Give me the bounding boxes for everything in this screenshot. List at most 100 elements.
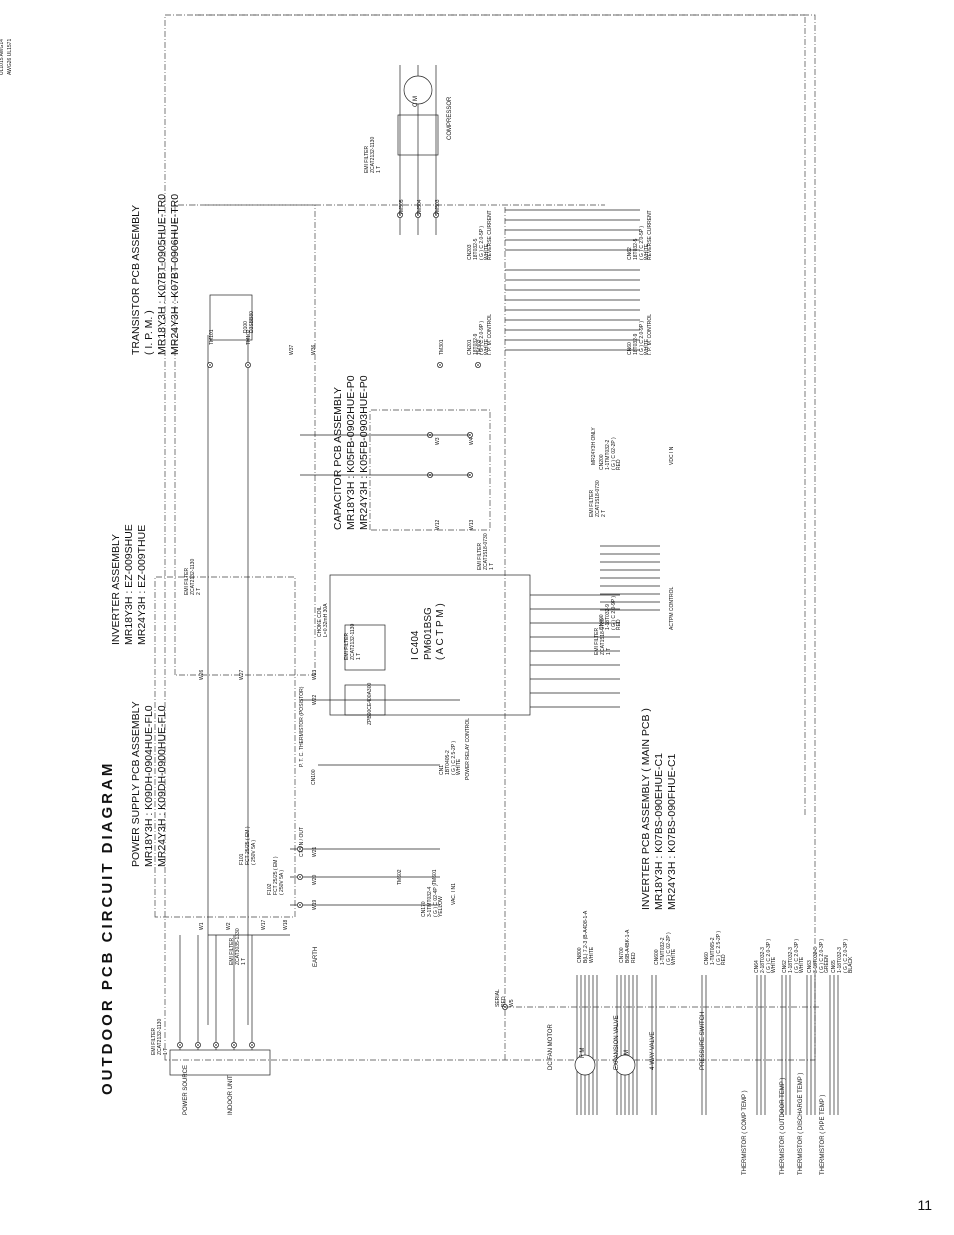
emi-filter-7: EMI FILTER ZCAT1518-0730 2 T [589, 480, 607, 517]
cn62-color: WHITE [799, 956, 806, 973]
tm102-label: TM102 [246, 329, 252, 345]
cn60-label: CN60 1-TMT065-2 ( G ) C 2.5-2P ) RED [704, 931, 728, 965]
tm301-term-x [438, 363, 442, 367]
main-pcb-model-1: MR18Y3H : K07BS-090EHUE-C1 [653, 753, 666, 910]
serial-color: RED [500, 996, 507, 1007]
terminal-w21: W21 [312, 846, 318, 857]
tm504-label: TM504 [417, 199, 423, 215]
cn800-color: WHITE [588, 946, 595, 963]
terminal-w5: W5 [509, 999, 515, 1008]
choke-coil-label: CHOKE COIL L=0.32mH 30A [317, 603, 330, 638]
inverter-title: INVERTER ASSEMBLY [110, 533, 122, 645]
thermistor-outdoor-label: THERMISTOR ( OUTDOOR TEMP ) [780, 1077, 786, 1175]
cn63-label: CN63 3-18T032-3 ( G ) C 2.0-3P ) GREEN [807, 939, 831, 973]
ipm-control-label: I. P. M. CONTROL [487, 313, 493, 355]
power-supply-model-1: MR18Y3H : K09DH-0904HUE-FL0 [143, 705, 156, 867]
emi-filter-2-turns: 1 T [240, 957, 247, 965]
cn65-color: BLACK [848, 956, 855, 973]
tm601-label: TM601 [432, 869, 438, 885]
reverse-current-label: REVERSE CURRENT [487, 210, 493, 260]
cn700-label: CN700 B6B-A4BK-1-A RED [619, 930, 637, 963]
tm301-label: TM301 [439, 339, 445, 355]
emi-filter-1-turns: 1 T [162, 1047, 169, 1055]
emi-filter-8: EMI FILTER ZCAT2132-1130 1 T [364, 137, 382, 173]
serial-label: SERIAL RED [495, 989, 508, 1007]
capacitor-title: CAPACITOR PCB ASSEMBLY [332, 387, 344, 530]
inverter-board [174, 204, 316, 676]
ic-ref: I C404 [410, 630, 421, 660]
capacitor-board [369, 409, 491, 531]
emi-filter-6: EMI FILTER ZCAT1518-0730 1 T [594, 618, 612, 655]
terminal-w20: W20 [312, 874, 318, 885]
fuse-f101-rating: ( 250V 5A ) [250, 839, 257, 865]
ul-wire-text: UL1015 AWG14 [0, 39, 5, 75]
ct-term-0-x [298, 903, 302, 907]
cn170-label: CN170 3-1TMT032-4 ( G ) C 02-4P ) YELLOW [421, 884, 445, 917]
choke-coil-rating: L=0.32mH 30A [322, 603, 329, 638]
main-pcb-assembly: INVERTER PCB ASSEMBLY ( MAIN PCB ) MR18Y… [640, 708, 679, 910]
emi-filter-6-turns: 1 T [605, 647, 612, 655]
thermistor-pipe-label: THERMISTOR ( PIPE TEMP ) [820, 1094, 826, 1175]
terminal-w23: W23 [312, 669, 318, 680]
cn1-label: CN1 1BT0405-2 ( G ) C 2.5-2P ) WHITE [439, 741, 463, 775]
expansion-valve-label: EXPANSION VALVE [614, 1015, 620, 1070]
inverter-model-2: MR24Y3H : EZ-009THUE [136, 524, 149, 645]
tm101-label: TM101 [209, 329, 215, 345]
valve-motor-symbol-label: M [624, 1050, 630, 1055]
terminal-w13: W13 [469, 519, 475, 530]
cn600-label: CN600 1-TMT032-2 ( G ) C 02-2P ) WHITE [654, 932, 678, 965]
terminal-2-x [214, 1043, 218, 1047]
power-supply-assembly: POWER SUPPLY PCB ASSEMBLY MR18Y3H : K09D… [130, 701, 169, 867]
reverse-current-label-2: REVERSE CURRENT [647, 210, 653, 260]
fan-motor-symbol [574, 1054, 596, 1076]
power-supply-model-2: MR24Y3H : K09DH-0900HUE-FL0 [156, 705, 169, 867]
cn64-color: WHITE [771, 956, 778, 973]
terminal-w36: W36 [311, 344, 317, 355]
terminal-w2: W2 [226, 922, 232, 931]
cn700-color: RED [630, 952, 637, 963]
thermistor-comp-label: THERMISTOR ( COMP TEMP ) [742, 1090, 748, 1175]
fuse-f101-label: F101 FCT 25/25 ( EM ) ( 250V 5A ) [239, 826, 257, 865]
cn100-label: CN100 [311, 769, 317, 785]
transistor-subtitle: ( I. P. M. ) [143, 310, 156, 355]
compressor-label: COMPRESSOR [447, 96, 453, 140]
emi-filter-4: EMI FILTER ZCAT2132-1130 1 T [344, 624, 362, 660]
cn60-color: RED [721, 954, 728, 965]
mr24-only-label: MR24Y3H ONLY [591, 427, 597, 465]
tm505-label: TM505 [399, 199, 405, 215]
power-supply-board [154, 576, 296, 918]
comp-term-1-x [416, 213, 420, 217]
terminal-w17: W17 [261, 919, 267, 930]
choke-coil [344, 624, 386, 671]
cn-actpm-color: RED [616, 619, 623, 630]
main-pcb-title: INVERTER PCB ASSEMBLY ( MAIN PCB ) [640, 708, 652, 910]
power-source-label: POWER SOURCE [183, 1064, 189, 1115]
cn62-label: CN62 1-18T032-3 ( G ) C 2.0-3P ) WHITE [782, 939, 806, 973]
diode-bridge [209, 294, 253, 341]
terminal-0-x [178, 1043, 182, 1047]
cn170-color: YELLOW [438, 896, 445, 917]
emi-filter-5: EMI FILTER ZCAT1518-0730 1 T [477, 533, 495, 570]
ct-term-2-x [298, 847, 302, 851]
cn65-label: CN65 1-18T032-3 ( G ) C 2.0-3P ) BLACK [831, 939, 855, 973]
ic-box [329, 574, 531, 716]
thermistor-discharge-label: THERMISTOR ( DISCHARGE TEMP ) [798, 1072, 804, 1175]
emi-filter-3-turns: 2 T [195, 587, 202, 595]
emi-filter-7-turns: 2 T [600, 509, 607, 517]
page-title: OUTDOOR PCB CIRCUIT DIAGRAM [99, 760, 116, 1095]
terminal-w1: W1 [199, 922, 205, 931]
terminal-block [169, 1049, 271, 1076]
awg-wire-text: AWG26 UL1571 [7, 38, 13, 75]
terminal-w3: W3 [435, 437, 441, 446]
comp-term-0-x [398, 213, 402, 217]
fan-motor-symbol-label: F M [580, 1047, 586, 1058]
terminal-w27: W27 [239, 669, 245, 680]
actpm-control-label: ACTPM CONTROL [669, 586, 675, 630]
power-supply-title: POWER SUPPLY PCB ASSEMBLY [130, 701, 142, 867]
ic-actpm: I C404 PM601BSG ( A C T P M ) [410, 603, 448, 660]
capacitor-assembly: CAPACITOR PCB ASSEMBLY MR18Y3H : K05FB-0… [332, 375, 371, 530]
terminal-4-x [250, 1043, 254, 1047]
capacitor-model-1: MR18Y3H : K05FB-0902HUE-P0 [345, 375, 358, 530]
